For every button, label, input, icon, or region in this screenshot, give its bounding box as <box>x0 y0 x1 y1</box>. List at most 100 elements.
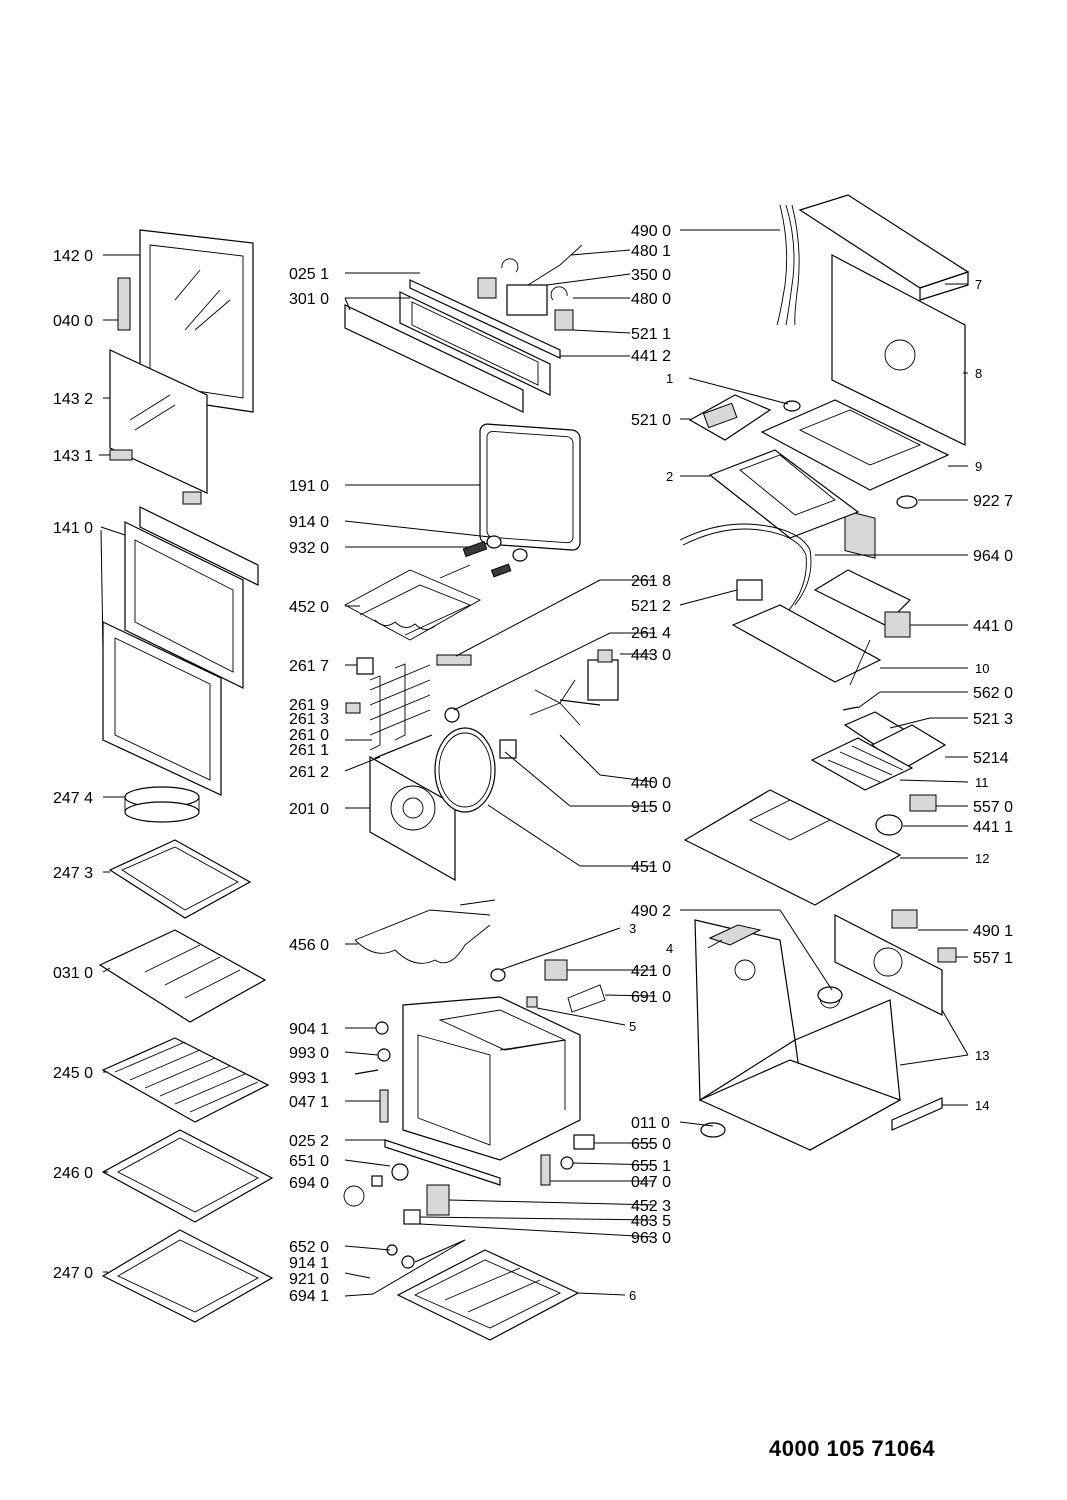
callout: 651 0 <box>289 1153 329 1170</box>
callout: 655 1 <box>631 1158 671 1175</box>
bottom-element-6 <box>396 1249 580 1341</box>
callout: 441 1 <box>973 819 1013 836</box>
callout: 441 2 <box>631 348 671 365</box>
outer-casing-13 <box>694 919 902 1151</box>
callout: 652 0 <box>289 1239 329 1256</box>
callout: 993 1 <box>289 1070 329 1087</box>
document-number: 4000 105 71064 <box>769 1436 936 1461</box>
callout: 191 0 <box>289 478 329 495</box>
callout: 201 0 <box>289 801 329 818</box>
callout: 921 0 <box>289 1271 329 1288</box>
callout: 261 1 <box>289 742 329 759</box>
callout: 011 0 <box>631 1115 670 1132</box>
rear-panel-8 <box>831 254 966 559</box>
callout: 521 2 <box>631 598 671 615</box>
control-panel-assembly <box>344 244 583 413</box>
callout: 6 <box>629 1288 636 1303</box>
callout: 7 <box>975 277 982 292</box>
callout: 562 0 <box>973 685 1013 702</box>
callout: 480 1 <box>631 243 671 260</box>
callout: 025 2 <box>289 1133 329 1150</box>
pans-and-racks <box>98 839 274 1323</box>
callout: 964 0 <box>973 548 1013 565</box>
callout: 9 <box>975 459 982 474</box>
callout: 14 <box>975 1098 989 1113</box>
control-board-521-0 <box>688 394 772 441</box>
callout: 261 8 <box>631 573 671 590</box>
callout: 11 <box>975 775 989 790</box>
callout: 483 5 <box>631 1213 671 1230</box>
callout: 047 0 <box>631 1174 671 1191</box>
callout: 247 4 <box>53 790 93 807</box>
callout: 141 0 <box>53 520 93 537</box>
callout-labels: 142 0 040 0 143 2 143 1 141 0 247 4 247 … <box>53 223 1013 1305</box>
callout: 521 0 <box>631 412 671 429</box>
small-fittings-left-cavity <box>354 1021 391 1075</box>
callout: 350 0 <box>631 267 671 284</box>
callout: 142 0 <box>53 248 93 265</box>
callout: 490 2 <box>631 903 671 920</box>
small-knobs-and-springs <box>462 535 528 578</box>
lower-plate-2 <box>708 449 918 539</box>
callout: 5 <box>629 1019 636 1034</box>
base-plate-12 <box>683 789 902 906</box>
callout: 490 0 <box>631 223 671 240</box>
callout: 915 0 <box>631 799 671 816</box>
callout: 025 1 <box>289 266 329 283</box>
callout: 3 <box>629 921 636 936</box>
callout: 5214 <box>973 750 1009 767</box>
callout: 451 0 <box>631 859 671 876</box>
callout: 440 0 <box>631 775 671 792</box>
callout: 993 0 <box>289 1045 329 1062</box>
callout: 245 0 <box>53 1065 93 1082</box>
callout: 246 0 <box>53 1165 93 1182</box>
callout: 10 <box>975 661 989 676</box>
callout: 480 0 <box>631 291 671 308</box>
callout: 261 7 <box>289 658 329 675</box>
callout: 521 3 <box>973 711 1013 728</box>
lower-element-456-0 <box>354 899 496 964</box>
callout: 456 0 <box>289 937 329 954</box>
callout: 12 <box>975 851 989 866</box>
fan-heater-ring-451-0 <box>434 727 496 813</box>
callout: 247 3 <box>53 865 93 882</box>
callout: 441 0 <box>973 618 1013 635</box>
cable-490-0 <box>776 204 800 326</box>
ring-247-4 <box>124 786 200 823</box>
rear-panel-201-0 <box>369 755 456 882</box>
callout: 922 7 <box>973 493 1013 510</box>
callout: 261 2 <box>289 764 329 781</box>
callout: 4 <box>666 941 673 956</box>
callout: 557 0 <box>973 799 1013 816</box>
callout: 1 <box>666 371 673 386</box>
callout: 2 <box>666 469 673 484</box>
leader-lines <box>99 229 969 1297</box>
callout: 031 0 <box>53 965 93 982</box>
callout: 261 9 <box>289 697 329 714</box>
top-cover-7 <box>798 194 970 301</box>
oven-seal-191-0 <box>479 423 581 551</box>
electronics-11-block <box>810 706 947 836</box>
callout: 261 0 <box>289 727 329 744</box>
side-racks-261 <box>345 654 472 759</box>
callout: 143 2 <box>53 391 93 408</box>
callout: 904 1 <box>289 1021 329 1038</box>
callout: 13 <box>975 1048 989 1063</box>
callout: 452 0 <box>289 599 329 616</box>
callout: 301 0 <box>289 291 329 308</box>
callout: 932 0 <box>289 540 329 557</box>
callout: 443 0 <box>631 647 671 664</box>
fan-motor-443-0 <box>499 649 619 759</box>
right-cavity-fittings <box>540 1134 595 1186</box>
callout: 8 <box>975 366 982 381</box>
callout: 521 1 <box>631 326 671 343</box>
callout: 247 0 <box>53 1265 93 1282</box>
callout: 655 0 <box>631 1136 671 1153</box>
callout: 143 1 <box>53 448 93 465</box>
callout: 557 1 <box>973 950 1013 967</box>
callout: 914 1 <box>289 1255 329 1272</box>
callout: 914 0 <box>289 514 329 531</box>
callout: 421 0 <box>631 963 671 980</box>
callout: 490 1 <box>973 923 1013 940</box>
